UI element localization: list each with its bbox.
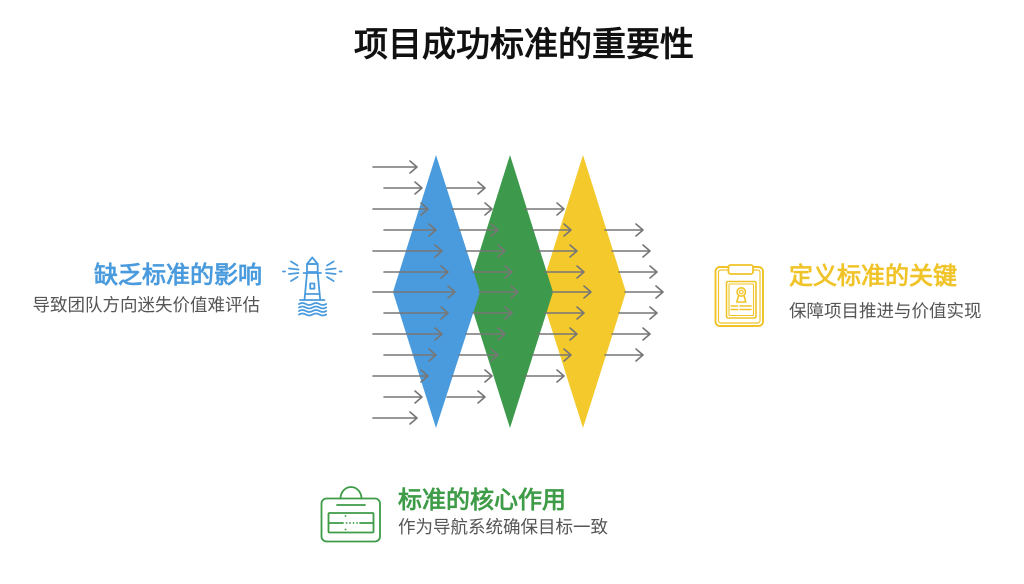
key-subtitle: 保障项目推进与价值实现 [789, 302, 982, 322]
arrow-right-icon [618, 306, 658, 320]
clipboard-certificate-icon [708, 258, 778, 333]
arrow-right-icon [372, 327, 443, 341]
arrow-right-icon [611, 327, 651, 341]
arrow-right-icon [624, 285, 664, 299]
arrow-right-icon [446, 390, 486, 404]
arrow-right-icon [383, 181, 423, 195]
arrow-right-icon [465, 327, 506, 341]
arrow-right-icon [383, 223, 437, 237]
key-heading: 定义标准的关键 [789, 262, 957, 290]
role-heading: 标准的核心作用 [398, 486, 566, 514]
arrow-right-icon [372, 411, 418, 425]
arrow-group [372, 160, 664, 425]
arrow-right-icon [383, 348, 437, 362]
navigation-panel-icon [312, 480, 388, 550]
arrow-right-icon [446, 181, 486, 195]
arrow-right-icon [524, 202, 565, 216]
arrow-right-icon [551, 285, 592, 299]
arrow-right-icon [604, 348, 644, 362]
arrow-right-icon [372, 202, 429, 216]
arrow-right-icon [544, 265, 585, 279]
arrow-right-icon [472, 265, 513, 279]
arrow-right-icon [465, 244, 506, 258]
arrow-right-icon [524, 369, 565, 383]
arrow-right-icon [372, 160, 418, 174]
arrow-right-icon [472, 306, 513, 320]
arrow-right-icon [383, 265, 449, 279]
role-subtitle: 作为导航系统确保目标一致 [398, 518, 608, 538]
arrow-right-icon [537, 327, 578, 341]
arrow-right-icon [458, 223, 499, 237]
arrow-right-icon [537, 244, 578, 258]
arrow-right-icon [372, 369, 429, 383]
arrow-right-icon [611, 244, 651, 258]
arrow-right-icon [618, 265, 658, 279]
arrow-right-icon [383, 306, 449, 320]
arrow-right-icon [383, 390, 423, 404]
impact-subtitle: 导致团队方向迷失价值难评估 [32, 296, 261, 316]
arrow-right-icon [478, 285, 519, 299]
arrow-right-icon [451, 202, 493, 216]
arrow-right-icon [604, 223, 644, 237]
lighthouse-icon [278, 250, 348, 322]
impact-heading: 缺乏标准的影响 [94, 261, 262, 289]
arrow-right-icon [451, 369, 493, 383]
arrow-right-icon [372, 244, 443, 258]
arrow-right-icon [531, 348, 572, 362]
page-title: 项目成功标准的重要性 [354, 25, 694, 65]
arrow-right-icon [531, 223, 572, 237]
arrow-right-icon [544, 306, 585, 320]
arrow-right-icon [458, 348, 499, 362]
arrow-right-icon [372, 285, 456, 299]
